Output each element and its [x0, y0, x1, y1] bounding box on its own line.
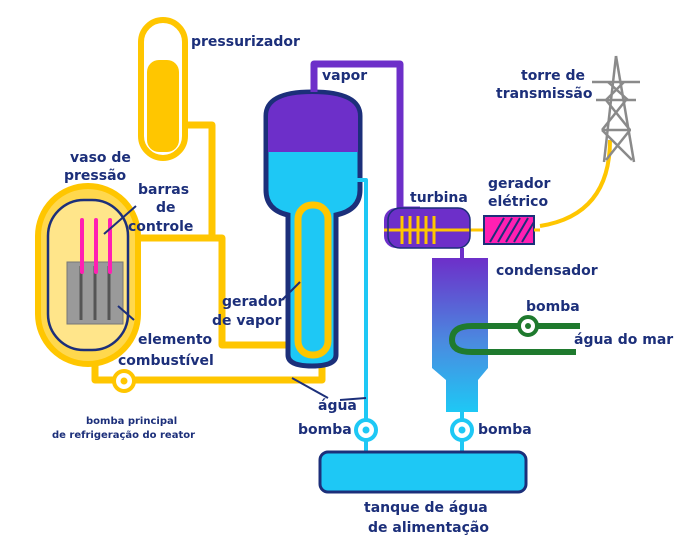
condenser — [432, 248, 488, 412]
power-line — [539, 139, 612, 228]
label-gerador-vapor-2: de vapor — [212, 313, 282, 329]
label-gerador-eletrico-2: elétrico — [488, 194, 548, 210]
label-pressurizador: pressurizador — [191, 34, 300, 50]
label-gerador-eletrico-1: gerador — [488, 176, 551, 192]
feedwater-pump-left — [354, 418, 378, 442]
label-tanque-2: de alimentação — [368, 520, 489, 536]
steam-generator — [263, 89, 363, 369]
sea-water-pump — [517, 315, 539, 337]
label-elemento-2: combustível — [118, 353, 214, 369]
label-torre-2: transmissão — [496, 86, 593, 102]
label-bomba-mar: bomba — [526, 299, 580, 315]
leader-lines — [103, 205, 367, 401]
label-vapor: vapor — [322, 68, 367, 84]
label-bomba-direita: bomba — [478, 422, 532, 438]
label-torre-1: torre de — [521, 68, 585, 84]
label-vaso-1: vaso de — [70, 150, 131, 166]
label-tanque-1: tanque de água — [364, 500, 488, 516]
label-bomba-esquerda: bomba — [298, 422, 352, 438]
transmission-tower — [592, 55, 640, 163]
label-agua: água — [318, 398, 357, 414]
feedwater-pump-right — [450, 418, 474, 442]
label-barras-3: controle — [128, 219, 193, 235]
label-barras-1: barras — [138, 182, 189, 198]
label-bomba-principal-2: de refrigeração do reator — [52, 430, 195, 441]
label-turbina: turbina — [410, 190, 468, 206]
label-condensador: condensador — [496, 263, 598, 279]
label-vaso-2: pressão — [64, 168, 127, 184]
label-gerador-vapor-1: gerador — [222, 294, 285, 310]
electric-generator — [483, 215, 540, 245]
pressure-vessel — [35, 183, 141, 367]
label-barras-2: de — [156, 200, 176, 216]
label-bomba-principal-1: bomba principal — [86, 416, 177, 427]
feedwater-tank — [318, 450, 528, 494]
label-elemento-1: elemento — [138, 332, 213, 348]
main-coolant-pump — [112, 369, 136, 393]
sea-water-coil — [448, 323, 580, 355]
pressurizer — [138, 17, 188, 161]
turbine — [384, 207, 484, 249]
label-agua-mar: água do mar — [574, 332, 673, 348]
